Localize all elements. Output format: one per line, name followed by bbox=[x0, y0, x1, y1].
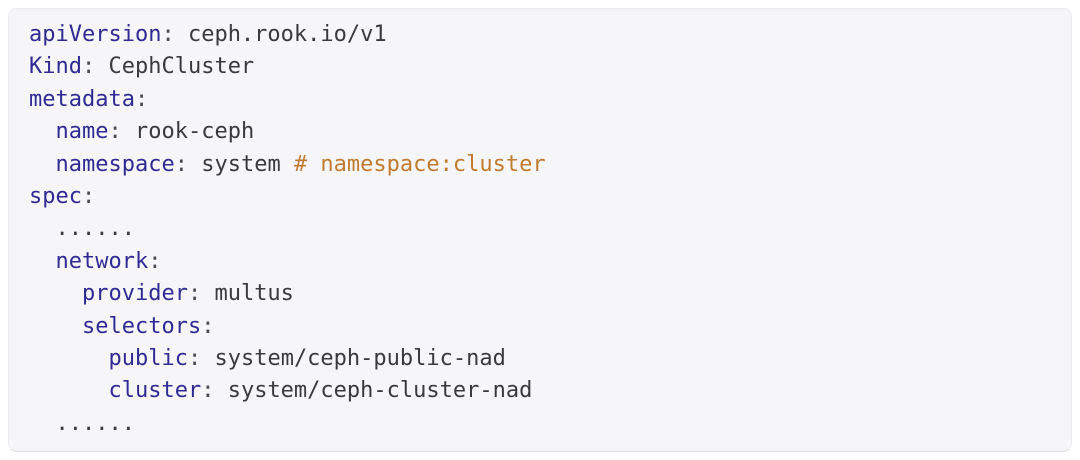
code-line: provider: multus bbox=[29, 278, 1051, 310]
code-segment-punct: : bbox=[174, 151, 202, 177]
code-segment-key: provider bbox=[81, 281, 188, 307]
code-segment-value: ...... bbox=[55, 410, 135, 436]
code-line: Kind: CephCluster bbox=[29, 51, 1051, 83]
code-segment-punct: : bbox=[187, 346, 215, 372]
code-line: ...... bbox=[29, 408, 1051, 440]
code-line: apiVersion: ceph.rook.io/v1 bbox=[29, 19, 1051, 51]
code-line: public: system/ceph-public-nad bbox=[29, 343, 1051, 375]
code-segment-value: system bbox=[201, 151, 294, 177]
code-indent bbox=[29, 216, 56, 241]
code-segment-value: CephCluster bbox=[108, 54, 255, 80]
code-line: spec: bbox=[29, 181, 1051, 213]
code-segment-punct: : bbox=[148, 248, 162, 274]
code-segment-key: apiVersion bbox=[29, 22, 162, 47]
code-segment-punct: : bbox=[161, 22, 188, 47]
code-indent bbox=[29, 249, 56, 274]
code-indent bbox=[29, 411, 56, 436]
code-line: selectors: bbox=[29, 311, 1051, 343]
code-segment-key: namespace bbox=[55, 151, 175, 177]
code-segment-value: system/ceph-cluster-nad bbox=[227, 378, 533, 404]
code-segment-punct: : bbox=[81, 184, 96, 210]
code-segment-key: network bbox=[55, 248, 149, 274]
code-segment-key: spec bbox=[29, 184, 82, 210]
code-segment-comment: # namespace:cluster bbox=[293, 151, 546, 177]
code-indent bbox=[29, 314, 82, 339]
code-segment-value: ...... bbox=[55, 216, 135, 242]
code-segment-punct: : bbox=[81, 54, 109, 80]
code-segment-key: Kind bbox=[29, 54, 82, 80]
code-segment-key: metadata bbox=[29, 86, 135, 112]
code-line: cluster: system/ceph-cluster-nad bbox=[29, 375, 1051, 407]
code-segment-value: multus bbox=[214, 281, 294, 307]
code-segment-value: system/ceph-public-nad bbox=[214, 346, 506, 372]
code-segment-punct: : bbox=[108, 119, 135, 145]
code-line: metadata: bbox=[29, 84, 1051, 116]
code-indent bbox=[29, 119, 56, 144]
code-segment-value: ceph.rook.io/v1 bbox=[187, 22, 387, 47]
code-segment-punct: : bbox=[134, 86, 149, 112]
code-indent bbox=[29, 378, 108, 403]
code-line: network: bbox=[29, 246, 1051, 278]
code-segment-punct: : bbox=[201, 378, 228, 404]
code-segment-punct: : bbox=[187, 281, 215, 307]
code-indent bbox=[29, 281, 82, 306]
code-segment-key: name bbox=[55, 119, 109, 145]
code-indent bbox=[29, 346, 108, 371]
code-segment-key: cluster bbox=[108, 378, 202, 404]
code-segment-punct: : bbox=[201, 313, 215, 339]
code-segment-value: rook-ceph bbox=[134, 119, 255, 145]
code-line: ...... bbox=[29, 213, 1051, 245]
code-line: name: rook-ceph bbox=[29, 116, 1051, 148]
code-segment-key: selectors bbox=[81, 313, 202, 339]
code-segment-key: public bbox=[108, 346, 188, 372]
code-indent bbox=[29, 152, 56, 177]
code-line: namespace: system # namespace:cluster bbox=[29, 149, 1051, 181]
